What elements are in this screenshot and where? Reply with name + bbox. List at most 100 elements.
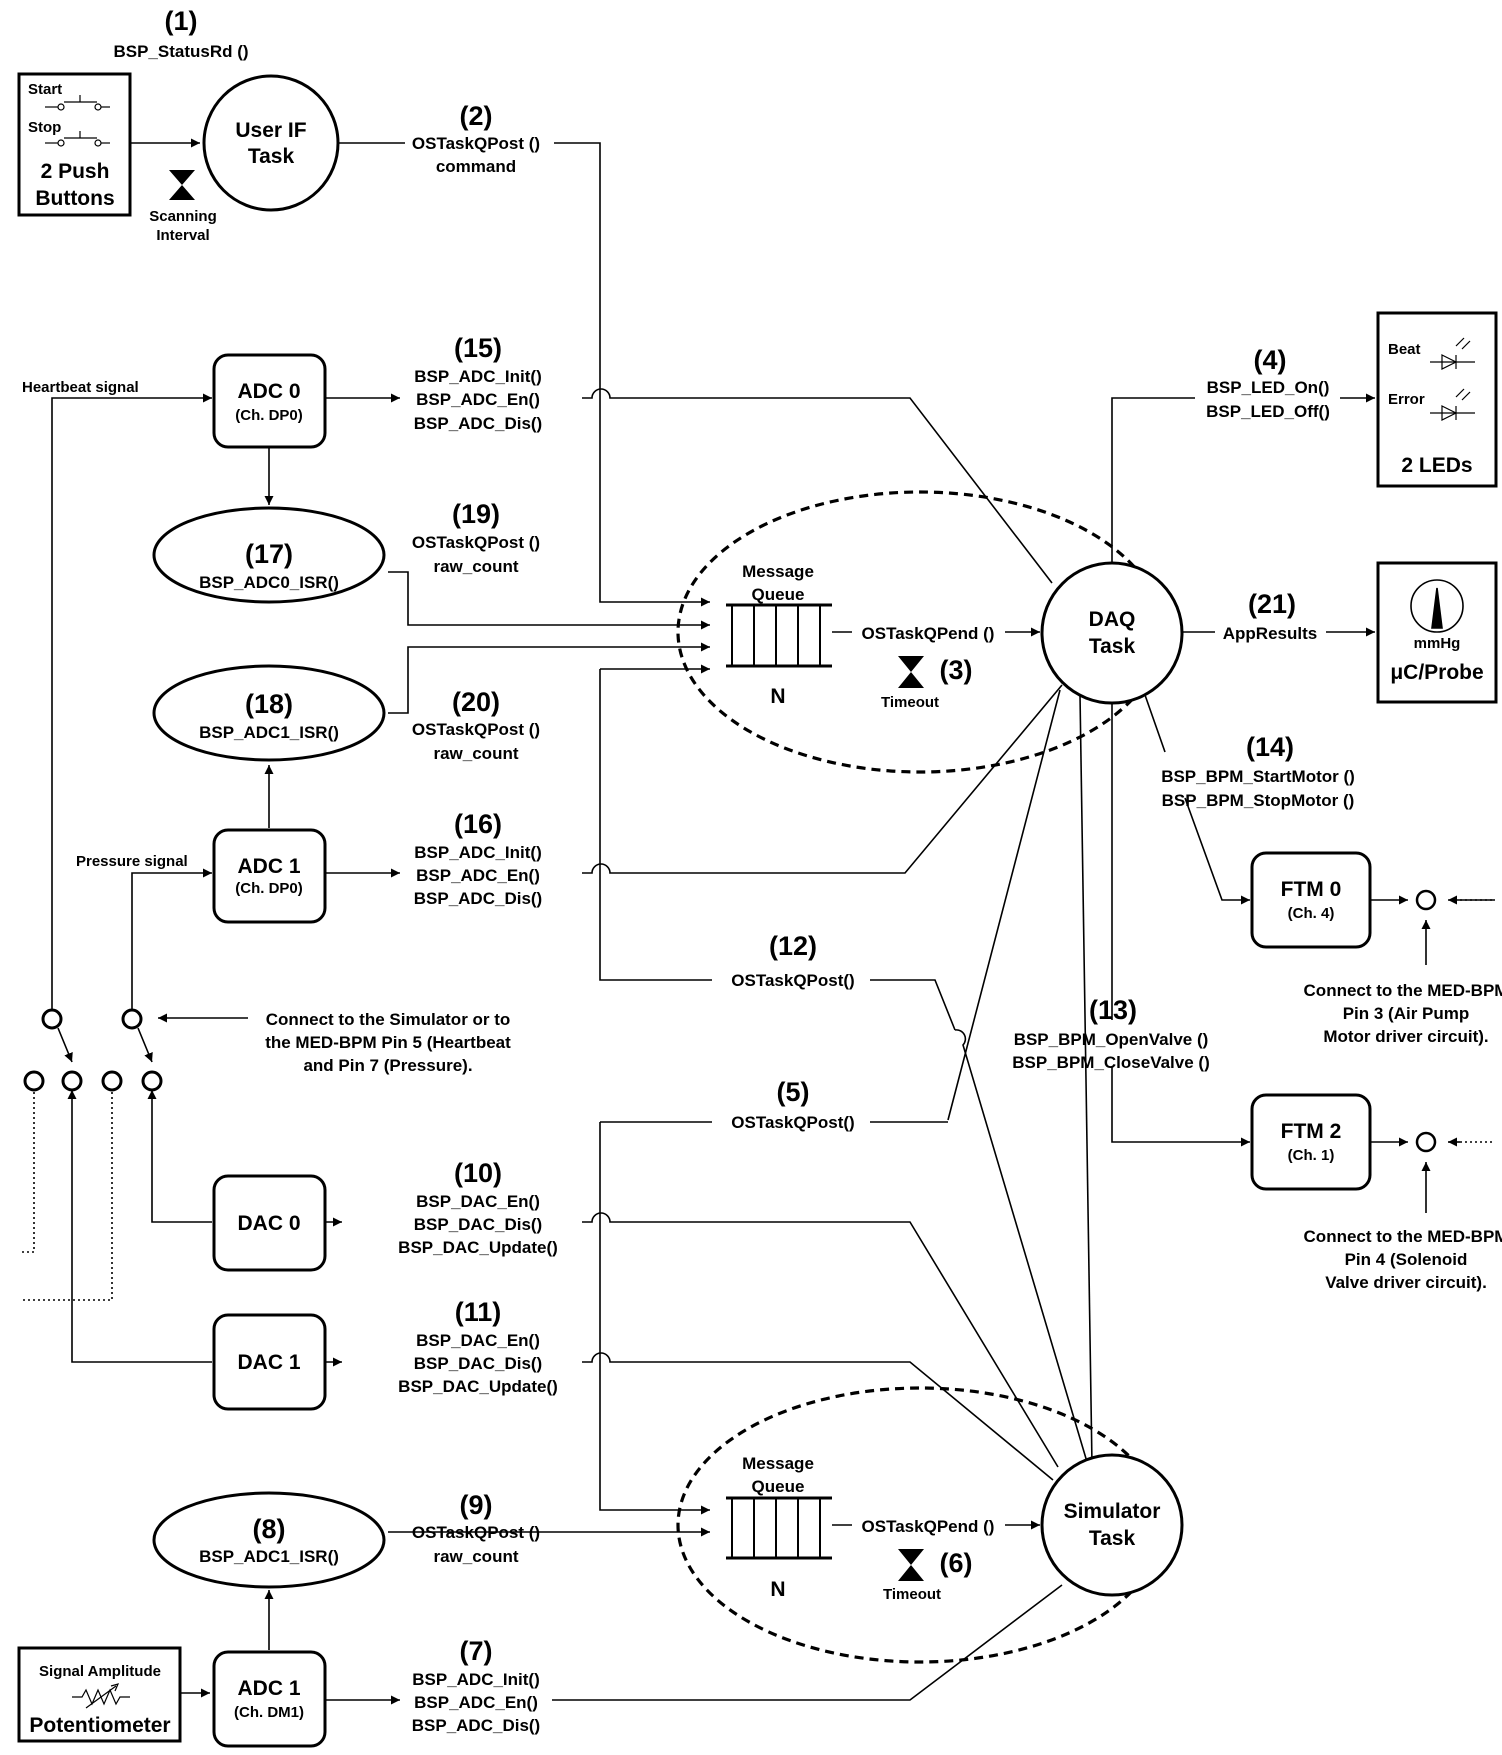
- fn-9-raw: raw_count: [433, 1547, 518, 1566]
- ftm0-block: FTM 0 (Ch. 4): [1250, 851, 1372, 949]
- label-10: (10): [454, 1158, 502, 1188]
- dac1-block: DAC 1: [212, 1313, 327, 1411]
- timeout-2-label: Timeout: [883, 1586, 941, 1603]
- fn-13-close: BSP_BPM_CloseValve (): [1012, 1053, 1209, 1072]
- message-queue-1: [726, 603, 832, 668]
- mq1-label-2: Queue: [752, 585, 805, 604]
- scanning-label-1: Scanning: [149, 208, 217, 225]
- mq2-depth: N: [770, 1578, 785, 1601]
- adc1-dm1-label: ADC 1: [237, 1677, 300, 1700]
- hourglass-icon: [169, 170, 195, 200]
- label-3: (3): [940, 655, 973, 685]
- ftm2-note-1: Connect to the MED-BPM: [1304, 1227, 1502, 1246]
- ftm2-label: FTM 2: [1281, 1120, 1342, 1143]
- label-8: (8): [253, 1514, 286, 1544]
- fn-15-dis: BSP_ADC_Dis(): [414, 414, 542, 433]
- isr-8-label: BSP_ADC1_ISR(): [199, 1547, 339, 1566]
- fn-15-init: BSP_ADC_Init(): [414, 367, 542, 386]
- isr-18-label: BSP_ADC1_ISR(): [199, 723, 339, 742]
- fn-7-en: BSP_ADC_En(): [414, 1693, 538, 1712]
- label-7: (7): [460, 1636, 493, 1666]
- connect-note-2: the MED-BPM Pin 5 (Heartbeat: [265, 1033, 511, 1052]
- fn-pend-1: OSTaskQPend (): [862, 624, 995, 643]
- label-17: (17): [245, 539, 293, 569]
- simulator-label-1: Simulator: [1064, 1500, 1161, 1523]
- label-6: (6): [940, 1548, 973, 1578]
- timeout-1-label: Timeout: [881, 694, 939, 711]
- adc0-block: ADC 0 (Ch. DP0): [212, 353, 327, 449]
- mq1-depth: N: [770, 685, 785, 708]
- timeout-hourglass-icon: [898, 656, 924, 688]
- fn-5-post: OSTaskQPost(): [731, 1113, 854, 1132]
- leds-box: Beat Error 2 LEDs: [1376, 311, 1498, 488]
- beat-label: Beat: [1388, 341, 1421, 358]
- fn-16-dis: BSP_ADC_Dis(): [414, 889, 542, 908]
- fn-20-raw: raw_count: [433, 744, 518, 763]
- user-if-label-1: User IF: [235, 119, 306, 142]
- adc1-dm1-channel: (Ch. DM1): [234, 1704, 304, 1721]
- user-if-task: User IF Task: [202, 74, 340, 212]
- fn-14-start: BSP_BPM_StartMotor (): [1161, 767, 1355, 786]
- label-2: (2): [460, 101, 493, 131]
- fn-19-post: OSTaskQPost (): [412, 533, 540, 552]
- ftm0-note-2: Pin 3 (Air Pump: [1343, 1004, 1470, 1023]
- fn-19-raw: raw_count: [433, 557, 518, 576]
- label-16: (16): [454, 809, 502, 839]
- fn-4-off: BSP_LED_Off(): [1206, 402, 1330, 421]
- fn-11-en: BSP_DAC_En(): [416, 1331, 540, 1350]
- error-label: Error: [1388, 391, 1425, 408]
- potentiometer-box: Signal Amplitude Potentiometer: [17, 1646, 182, 1743]
- isr-18: (18) BSP_ADC1_ISR(): [152, 664, 386, 762]
- dac0-label: DAC 0: [237, 1212, 300, 1235]
- ftm2-note-3: Valve driver circuit).: [1325, 1273, 1487, 1292]
- potentiometer-icon: [72, 1683, 130, 1709]
- switch-icon: [45, 95, 110, 147]
- fn-10-en: BSP_DAC_En(): [416, 1192, 540, 1211]
- ftm2-block: FTM 2 (Ch. 1): [1250, 1093, 1372, 1191]
- label-20: (20): [452, 687, 500, 717]
- push-buttons-box: Start Stop 2 Push Buttons: [17, 72, 132, 217]
- led-icon: [1430, 337, 1475, 421]
- connect-note-1: Connect to the Simulator or to: [266, 1010, 511, 1029]
- label-18: (18): [245, 689, 293, 719]
- fn-11-update: BSP_DAC_Update(): [398, 1377, 558, 1396]
- label-1: (1): [165, 6, 198, 36]
- switch-terminals: [23, 1008, 163, 1092]
- ftm2-note-2: Pin 4 (Solenoid: [1345, 1250, 1468, 1269]
- fn-4-on: BSP_LED_On(): [1207, 378, 1330, 397]
- user-if-label-2: Task: [248, 145, 295, 168]
- label-21: (21): [1248, 589, 1296, 619]
- ftm2-channel: (Ch. 1): [1288, 1147, 1335, 1164]
- label-13: (13): [1089, 995, 1137, 1025]
- ftm0-note-3: Motor driver circuit).: [1323, 1027, 1488, 1046]
- leds-label: 2 LEDs: [1401, 454, 1472, 477]
- ftm0-output-terminal: [1415, 889, 1437, 911]
- connect-note-3: and Pin 7 (Pressure).: [303, 1056, 472, 1075]
- stop-label: Stop: [28, 119, 61, 136]
- fn-16-en: BSP_ADC_En(): [416, 866, 540, 885]
- label-5: (5): [777, 1077, 810, 1107]
- gauge-icon: [1410, 579, 1464, 633]
- appresults-label: AppResults: [1223, 624, 1317, 643]
- probe-label: μC/Probe: [1390, 661, 1483, 684]
- start-label: Start: [28, 81, 62, 98]
- fn-12-post: OSTaskQPost(): [731, 971, 854, 990]
- push-label-2: Buttons: [35, 187, 114, 210]
- fn-status-rd: BSP_StatusRd (): [113, 42, 248, 61]
- daq-label-2: Task: [1089, 635, 1136, 658]
- fn-14-stop: BSP_BPM_StopMotor (): [1162, 791, 1355, 810]
- simulator-task: Simulator Task: [1040, 1453, 1184, 1597]
- dac1-label: DAC 1: [237, 1351, 300, 1374]
- timeout-hourglass-icon: [898, 1549, 924, 1581]
- scanning-label-2: Interval: [156, 227, 209, 244]
- isr-17: (17) BSP_ADC0_ISR(): [152, 506, 386, 604]
- adc0-channel: (Ch. DP0): [235, 407, 303, 424]
- message-queue-2: [726, 1496, 832, 1560]
- ftm0-note-1: Connect to the MED-BPM: [1304, 981, 1502, 1000]
- label-9: (9): [460, 1490, 493, 1520]
- label-15: (15): [454, 333, 502, 363]
- fn-13-open: BSP_BPM_OpenValve (): [1014, 1030, 1209, 1049]
- isr-8: (8) BSP_ADC1_ISR(): [152, 1491, 386, 1589]
- mq2-label-1: Message: [742, 1454, 814, 1473]
